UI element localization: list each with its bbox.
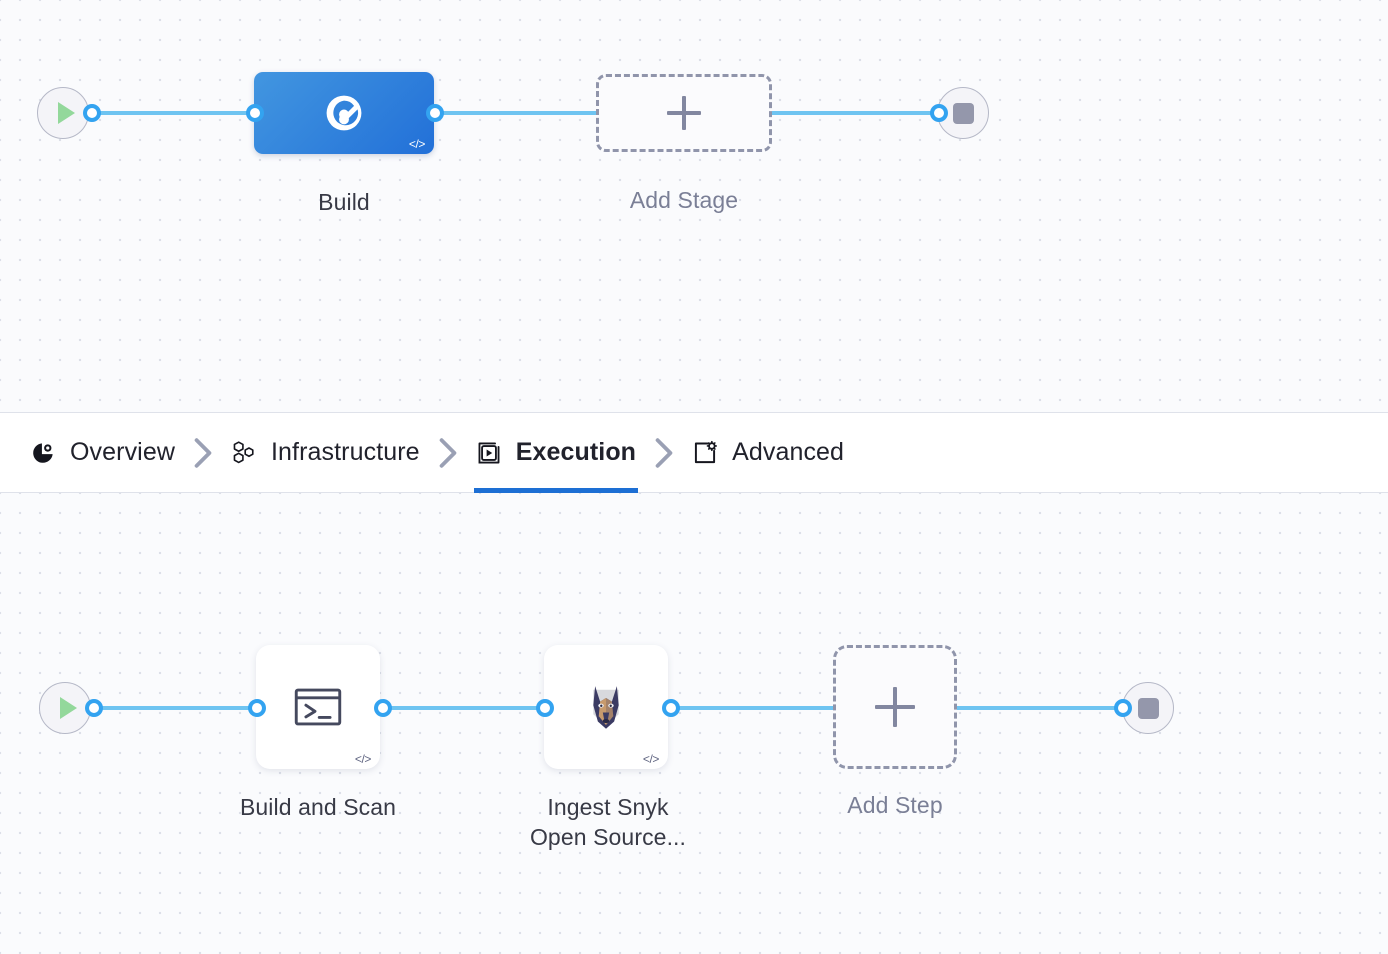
stage-build-out-port[interactable]	[426, 104, 444, 122]
code-badge: </>	[354, 752, 372, 766]
advanced-gear-icon	[694, 440, 718, 463]
hexagon-cluster-icon	[233, 440, 254, 463]
step-node-build-and-scan[interactable]: </>	[256, 645, 380, 769]
stage-build-in-port[interactable]	[246, 104, 264, 122]
step-canvas[interactable]: </> Build and Scan </> Ingest Snyk Open …	[0, 493, 1388, 954]
step-link-add-end	[948, 706, 1134, 710]
terminal-icon	[294, 688, 342, 726]
stage-start-node[interactable]	[37, 87, 89, 139]
tab-separator-1	[175, 437, 231, 469]
stage-node-build-label: Build	[318, 189, 370, 215]
step-node-build-and-scan-label: Build and Scan	[239, 794, 397, 820]
tab-execution[interactable]: Execution	[473, 413, 639, 493]
step-start-port[interactable]	[85, 699, 103, 717]
tab-separator-2	[420, 437, 476, 469]
tab-advanced[interactable]: Advanced	[692, 413, 844, 492]
plus-icon	[875, 687, 915, 727]
add-step-button[interactable]	[833, 645, 957, 769]
tab-overview-label: Overview	[70, 438, 175, 466]
add-stage-label: Add Stage	[629, 187, 739, 213]
stage-node-build[interactable]: </>	[254, 72, 434, 154]
stage-link-add-end	[766, 111, 946, 115]
snyk-doberman-icon	[593, 686, 619, 729]
play-icon	[59, 697, 77, 719]
step-link-build-snyk	[370, 706, 556, 710]
stage-start-port[interactable]	[83, 104, 101, 122]
tab-advanced-label: Advanced	[732, 438, 845, 466]
plus-icon	[667, 96, 701, 130]
code-badge: </>	[408, 137, 426, 151]
ci-build-icon	[326, 95, 362, 131]
overview-pie-icon	[33, 442, 53, 463]
add-stage-button[interactable]	[596, 74, 772, 152]
tab-infrastructure[interactable]: Infrastructure	[231, 413, 420, 492]
step-snyk-in-port[interactable]	[536, 699, 554, 717]
code-badge: </>	[642, 752, 660, 766]
stop-icon	[952, 102, 974, 124]
step-start-node[interactable]	[39, 682, 91, 734]
step-link-start-build	[94, 706, 270, 710]
add-step-label: Add Step	[847, 792, 943, 818]
step-node-ingest-snyk[interactable]: </>	[544, 645, 668, 769]
step-build-in-port[interactable]	[248, 699, 266, 717]
stage-config-tabbar: Overview Infrastructure	[0, 412, 1388, 493]
step-build-out-port[interactable]	[374, 699, 392, 717]
step-link-snyk-add	[658, 706, 846, 710]
stage-link-build-add	[428, 111, 608, 115]
stage-canvas[interactable]: </> Build Add Stage	[0, 0, 1388, 412]
tab-separator-3	[636, 437, 692, 469]
step-end-node[interactable]	[1122, 682, 1174, 734]
step-snyk-out-port[interactable]	[662, 699, 680, 717]
tab-execution-label: Execution	[515, 438, 637, 466]
chevron-right-icon	[655, 437, 673, 468]
tab-overview[interactable]: Overview	[30, 413, 175, 492]
execution-play-icon	[478, 442, 500, 463]
stage-link-start-build	[92, 111, 264, 115]
chevron-right-icon	[194, 437, 212, 468]
step-node-ingest-snyk-label: Ingest Snyk Open Source...	[529, 794, 687, 850]
play-icon	[57, 102, 75, 124]
stage-end-port[interactable]	[930, 104, 948, 122]
tab-infrastructure-label: Infrastructure	[271, 438, 420, 466]
stop-icon	[1137, 697, 1159, 719]
step-end-port[interactable]	[1114, 699, 1132, 717]
chevron-right-icon	[439, 437, 457, 468]
